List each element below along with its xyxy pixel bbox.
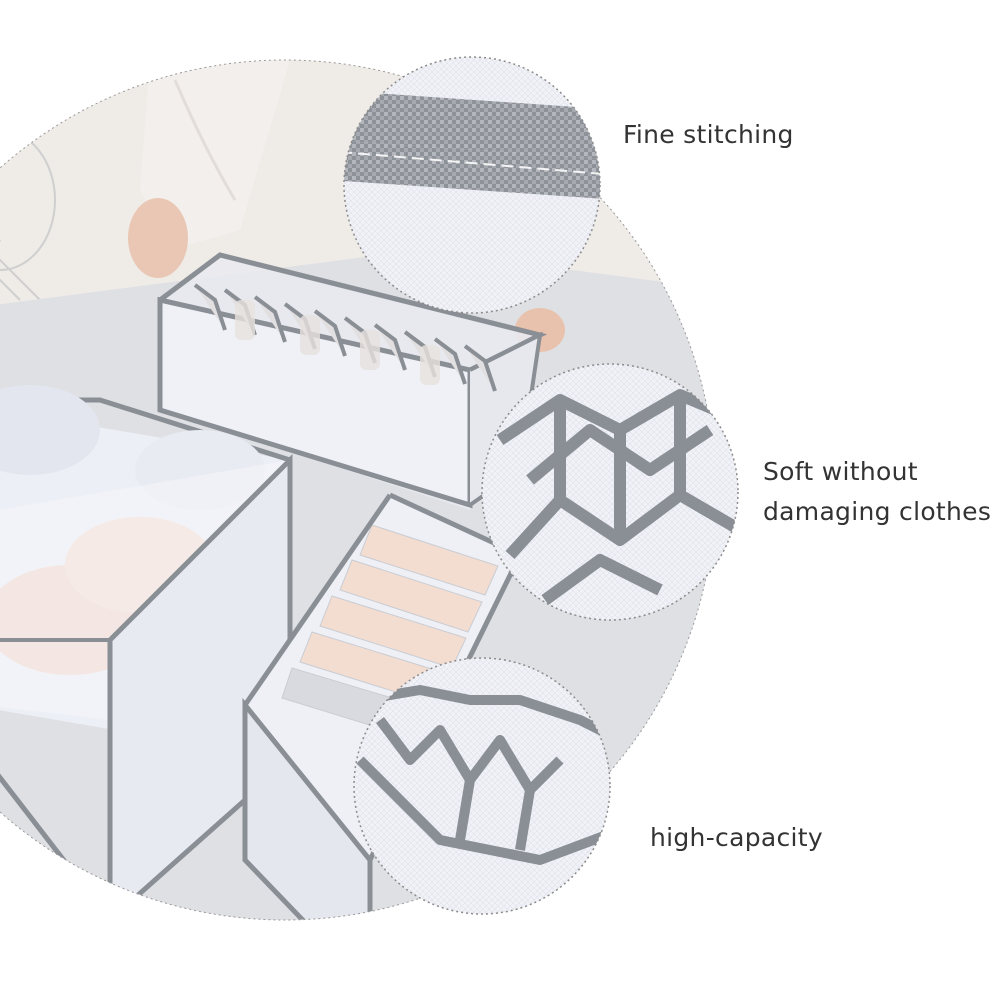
soft-label-line-1: Soft without [763, 457, 918, 486]
fine-stitching-label: Fine stitching [623, 120, 794, 149]
soft-mesh-detail [481, 363, 739, 621]
capacity-detail [353, 657, 611, 915]
soft-label: Soft without damaging clothes [763, 452, 991, 532]
soft-label-line-2: damaging clothes [763, 497, 992, 526]
stitching-detail [343, 56, 601, 314]
high-capacity-label: high-capacity [650, 823, 823, 852]
